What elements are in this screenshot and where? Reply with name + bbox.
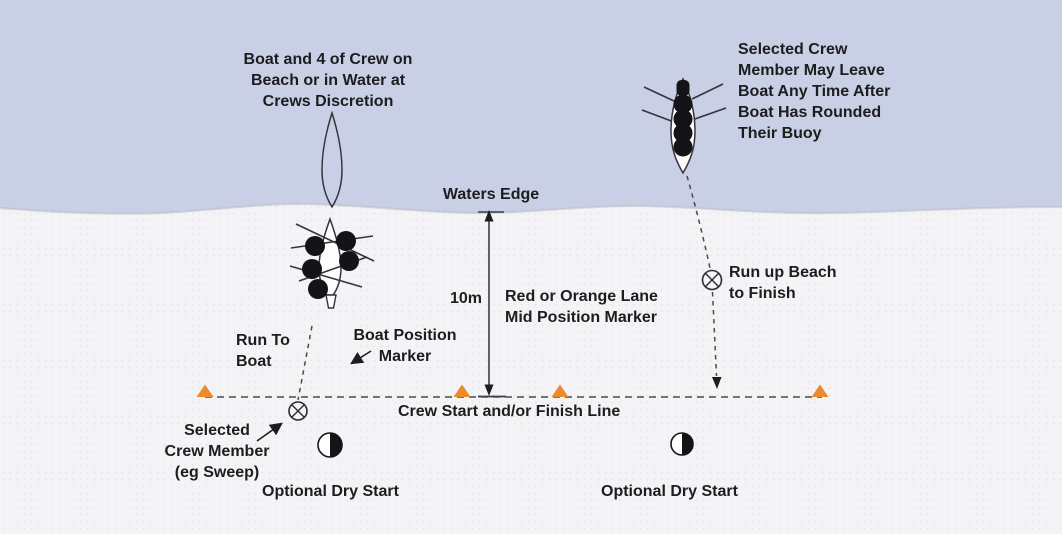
label-run-up-beach: Run up Beach to Finish	[729, 264, 837, 302]
dry-start-half-circle-icon	[670, 432, 694, 456]
rowing-boat-icon	[641, 77, 727, 175]
label-selected-crew-member: Selected Crew Member (eg Sweep)	[164, 422, 270, 481]
dimension-arrow-icon	[478, 210, 506, 398]
waters-edge-wave	[0, 202, 1062, 215]
crossed-circle-icon	[288, 401, 308, 421]
lane-marker-triangles	[196, 384, 829, 397]
label-crew-start-finish-line: Crew Start and/or Finish Line	[398, 403, 621, 420]
label-distance-10m: 10m	[449, 290, 482, 307]
label-optional-dry-start-left: Optional Dry Start	[262, 483, 399, 500]
label-optional-dry-start-right: Optional Dry Start	[601, 483, 738, 500]
lane-marker-triangle-icon	[196, 384, 214, 397]
label-lane-marker: Red or Orange Lane Mid Position Marker	[505, 288, 658, 326]
crew-boat-on-beach-icon	[289, 216, 375, 309]
lane-marker-triangle-icon	[551, 384, 569, 397]
empty-boat-icon	[321, 110, 343, 209]
water-area	[0, 0, 1062, 214]
boat-to-beach-path	[686, 175, 711, 269]
selected-crew-callout-arrow	[256, 422, 283, 442]
label-selected-crew-leave: Selected Crew Member May Leave Boat Any …	[738, 41, 891, 142]
crossed-circle-icon	[701, 269, 723, 291]
dry-start-half-circle-icon	[317, 432, 343, 458]
run-up-beach-arrowhead	[712, 377, 722, 389]
run-up-beach-path	[711, 291, 718, 377]
label-waters-edge: Waters Edge	[442, 186, 540, 203]
label-boat-crew-discretion: Boat and 4 of Crew on Beach or in Water …	[243, 51, 413, 110]
lane-marker-triangle-icon	[453, 384, 471, 397]
run-to-boat-path	[297, 325, 313, 401]
boat-position-callout-arrow	[350, 350, 372, 365]
label-run-to-boat: Run To Boat	[236, 332, 290, 370]
label-boat-position-marker: Boat Position Marker	[353, 327, 457, 365]
lane-marker-triangle-icon	[811, 384, 829, 397]
